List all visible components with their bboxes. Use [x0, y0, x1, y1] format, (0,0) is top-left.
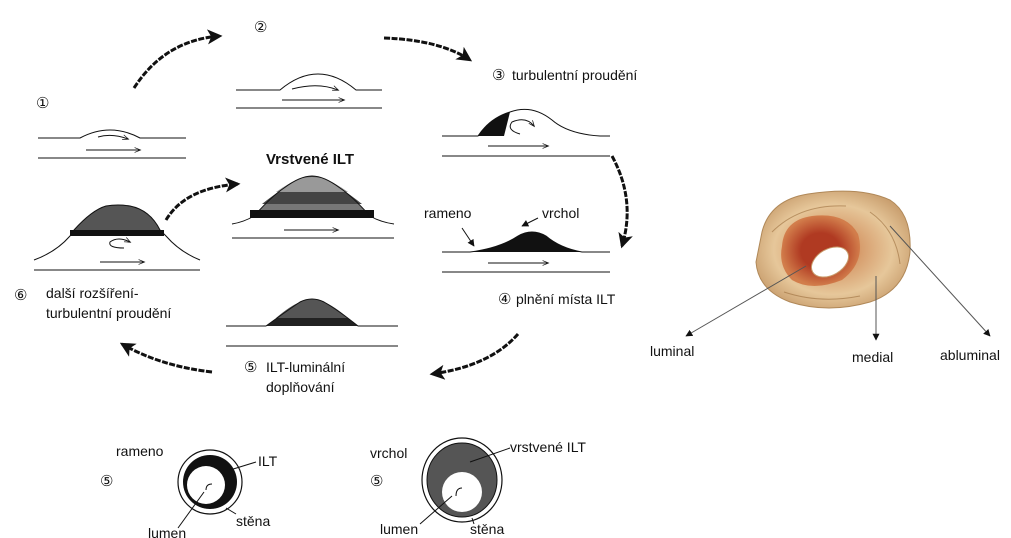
cross-right-top-label: vrchol — [370, 445, 407, 461]
stage-6-label-line2: turbulentní proudění — [46, 305, 171, 321]
stage-3-label: turbulentní proudění — [512, 67, 637, 83]
cross-left-top-label: rameno — [116, 443, 164, 459]
layered-ilt-layer-3 — [276, 177, 348, 192]
stage-6-number: ⑥ — [14, 287, 27, 304]
cross-section-right: vrchol ⑤ vrstvené ILT stěna lumen — [370, 438, 586, 537]
cross-right-ilt-label: vrstvené ILT — [510, 439, 586, 455]
stage-2-flow-arrow — [292, 86, 338, 90]
stage-4-label-rameno: rameno — [424, 205, 472, 221]
tissue-photo: luminal medial abluminal — [650, 191, 1000, 365]
cross-right-lumen-label: lumen — [380, 521, 418, 537]
layered-ilt-title: Vrstvené ILT — [266, 151, 354, 168]
cross-right-lumen — [442, 472, 482, 512]
cross-right-number: ⑤ — [370, 473, 383, 490]
stage-6-label-line1: další rozšíření- — [46, 285, 139, 301]
cross-left-number: ⑤ — [100, 473, 113, 490]
cross-left-lumen — [187, 466, 225, 504]
stage-5-number: ⑤ — [244, 359, 257, 376]
stage-3-vessel-top — [442, 109, 610, 136]
cross-left-lumen-label: lumen — [148, 525, 186, 538]
cross-section-left: rameno ⑤ ILT stěna lumen — [100, 443, 278, 538]
label-medial: medial — [852, 349, 893, 365]
stage-3: ③ turbulentní proudění — [442, 67, 637, 156]
stage-2-number: ② — [254, 19, 267, 36]
arrow-4-to-5 — [432, 334, 518, 374]
label-luminal: luminal — [650, 343, 694, 359]
arrow-2-to-3 — [384, 38, 470, 60]
layered-ilt: Vrstvené ILT — [232, 151, 394, 238]
layered-ilt-layer-4 — [250, 210, 374, 218]
stage-3-thrombus — [478, 112, 510, 136]
stage-4-pointer-vrchol — [522, 218, 538, 226]
cross-right-wall-label: stěna — [470, 521, 504, 537]
stage-5-label-line2: doplňování — [266, 379, 335, 395]
stage-4-pointer-rameno — [462, 228, 474, 246]
stage-4-label: plnění místa ILT — [516, 291, 616, 307]
arrow-5-to-6 — [122, 344, 212, 372]
stage-4-number: ④ — [498, 291, 511, 308]
stage-1-number: ① — [36, 95, 49, 112]
stage-5: ⑤ ILT-luminální doplňování — [226, 299, 398, 395]
cross-left-wall-label: stěna — [236, 513, 270, 529]
cross-left-wall-pointer — [226, 508, 236, 514]
arrow-6-to-layered — [166, 184, 238, 220]
stage-6-vortex — [110, 239, 130, 248]
stage-5-ilt-grey — [276, 299, 348, 318]
label-abluminal: abluminal — [940, 347, 1000, 363]
stage-1: ① — [36, 95, 186, 158]
stage-3-vortex — [510, 120, 534, 134]
stage-4: rameno vrchol ④ plnění místa ILT — [424, 205, 616, 308]
stage-4-label-vrchol: vrchol — [542, 205, 579, 221]
stage-5-label-line1: ILT-luminální — [266, 359, 345, 375]
stage-3-number: ③ — [492, 67, 505, 84]
arrow-3-to-4 — [612, 156, 627, 246]
cross-left-ilt-label: ILT — [258, 453, 278, 469]
arrow-1-to-2 — [134, 36, 220, 88]
stage-1-flow-arrow — [98, 135, 128, 139]
pointer-abluminal — [890, 226, 990, 336]
stage-2-vessel-top — [236, 74, 382, 90]
stage-6-ilt-band — [70, 230, 164, 236]
stage-1-vessel-top — [38, 130, 186, 138]
stage-2: ② — [236, 19, 382, 108]
stage-6: ⑥ další rozšíření- turbulentní proudění — [14, 205, 200, 321]
